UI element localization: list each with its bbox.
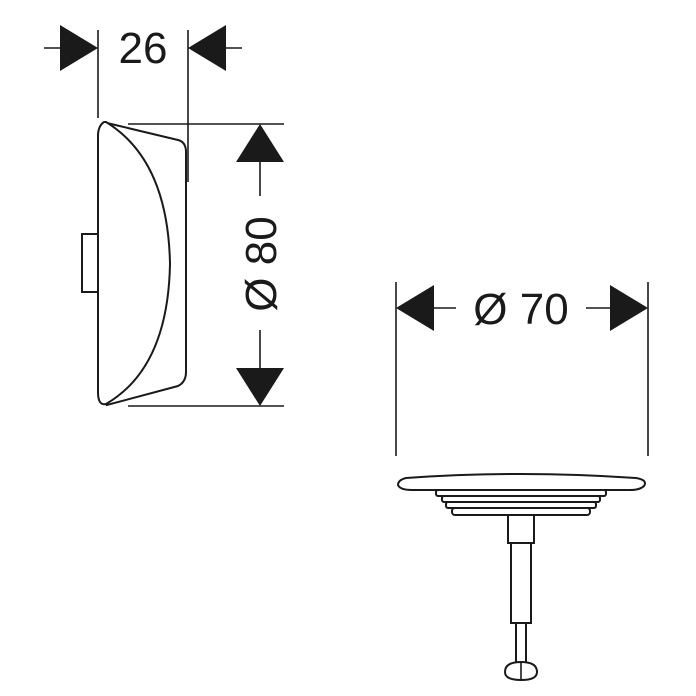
plug-seal-ring-4 [451,507,591,516]
plug-stem [510,542,532,624]
plug-head [396,473,646,491]
depth-dimension-label: 26 [119,24,168,73]
depth-arrow-right [188,25,226,71]
plug-diameter-arrow-left [396,285,434,331]
cap-diameter-label: Ø 80 [237,216,286,311]
depth-arrow-left [60,25,98,71]
plug-stem-pin [515,622,527,664]
front-view: Ø 70 [395,282,649,682]
plug-diameter-label: Ø 70 [473,285,568,334]
plug-stem-collar [507,514,535,544]
cap-dome [97,121,172,406]
cap-diameter-arrow-bottom [236,368,284,406]
cap-diameter-arrow-top [236,124,284,162]
plug-diameter-arrow-right [610,285,648,331]
side-view: 26 Ø 80 [44,24,286,407]
cap-knob [81,233,100,293]
